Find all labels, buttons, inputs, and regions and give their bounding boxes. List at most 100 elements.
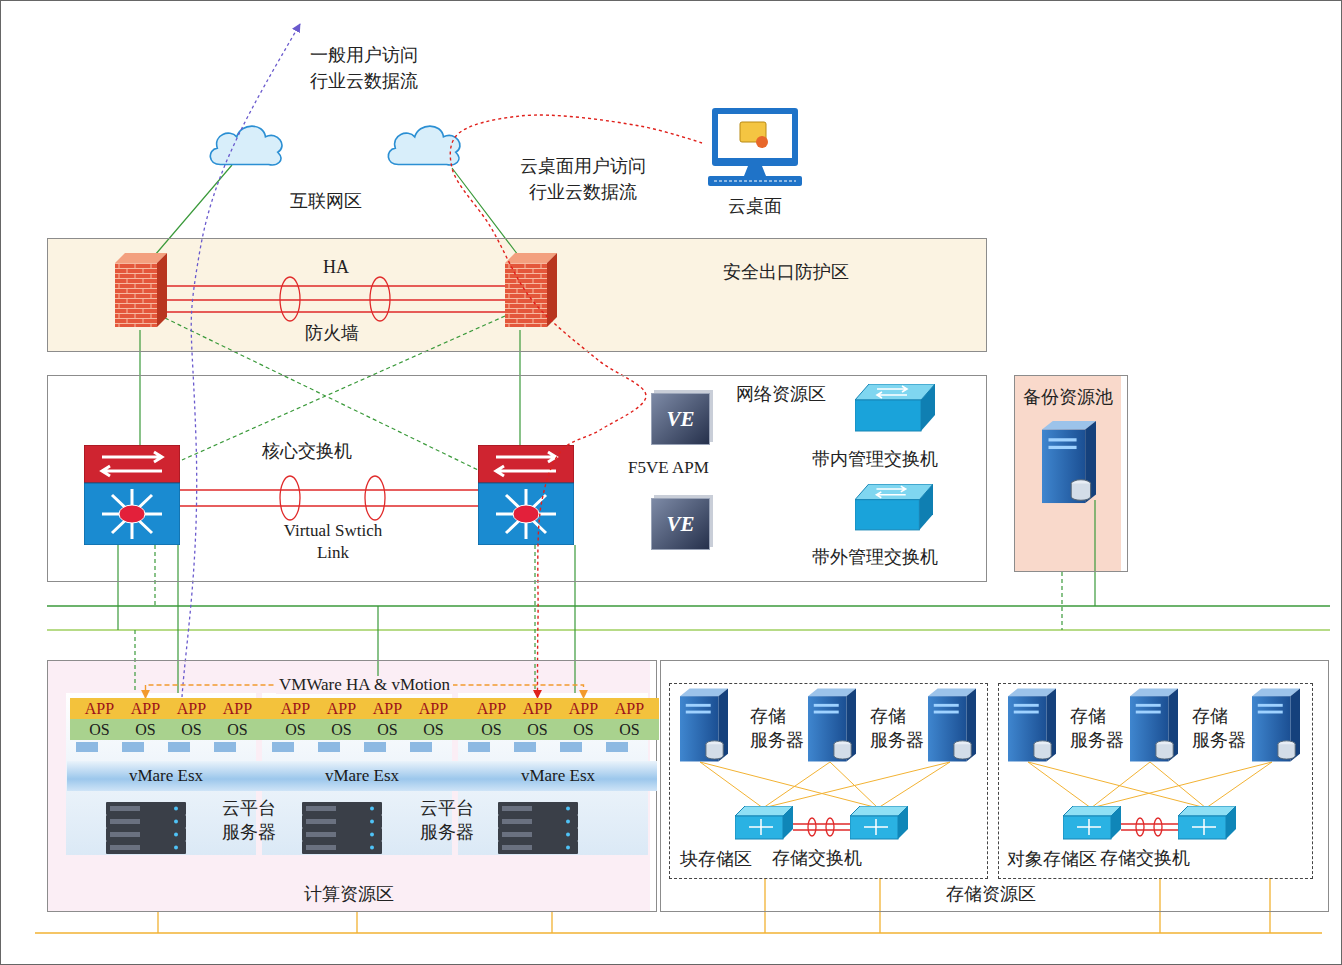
- region-fill: [47, 238, 987, 352]
- edge-label: VMWare HA & vMotion: [276, 676, 453, 694]
- label-anchor: 存储 服务器: [1192, 704, 1248, 752]
- desktop-icon: [708, 176, 802, 186]
- label-anchor: F5VE APM: [628, 457, 709, 479]
- rack-server-icon: [106, 841, 186, 854]
- flow-note: 一般用户访问 行业云数据流: [310, 42, 428, 94]
- ha-link: [280, 277, 300, 321]
- desktop-icon: [714, 181, 796, 182]
- rack-server-icon: [106, 802, 186, 815]
- storage-switch-icon: [735, 806, 793, 839]
- rack-server-icon: [318, 742, 340, 752]
- storage-wire: [700, 762, 950, 808]
- rack-server-icon: [468, 742, 490, 752]
- server-label: 存储 服务器: [750, 704, 806, 752]
- rack-server-icon: [302, 841, 382, 854]
- region-title: 对象存储区: [1007, 848, 1097, 870]
- firewall-label: 防火墙: [305, 322, 359, 344]
- region-title: 计算资源区: [48, 883, 649, 905]
- rack-server-icon: [122, 742, 144, 752]
- rack-server-icon: [76, 742, 628, 854]
- desktop-icon: [756, 136, 768, 148]
- storage-switch-icon: [1178, 806, 1236, 839]
- rack-server-icon: [302, 828, 382, 841]
- rack-server-icon: [498, 828, 578, 841]
- region-title: 存储资源区: [661, 883, 1321, 905]
- region-title: 块存储区: [680, 848, 752, 870]
- server-label: 云平台 服务器: [222, 796, 278, 844]
- vsl-label: Virtual Swtich Link: [283, 520, 383, 564]
- server-label: 存储 服务器: [1192, 704, 1248, 752]
- app-os-tile: APPOS: [208, 698, 267, 740]
- region-box: 块存储区 对象存储区存储资源区: [660, 660, 1329, 912]
- region-box: 备份资源池: [1014, 375, 1128, 572]
- server-label: 存储 服务器: [1070, 704, 1126, 752]
- rack-server-icon: [214, 742, 236, 752]
- core-switch-icon: [84, 445, 180, 545]
- storage-wire: [1028, 762, 1272, 808]
- f5-label: F5VE APM: [628, 457, 709, 479]
- storage-wire: [700, 762, 1272, 808]
- label-anchor: VMWare HA & vMotion: [276, 676, 453, 694]
- storage-server-icon: [808, 689, 856, 762]
- zone-label: 互联网区: [290, 190, 362, 212]
- uplink-wire: [118, 165, 1095, 693]
- esx-bar-label: vMare Esx: [263, 761, 461, 791]
- storage-server-icon: [680, 689, 728, 762]
- core-switch-icon: [478, 445, 574, 545]
- outband-switch-icon: [855, 484, 933, 530]
- label-anchor: 核心交换机: [262, 440, 352, 462]
- vsl-link: [180, 490, 478, 506]
- label-anchor: 存储 服务器: [870, 704, 926, 752]
- storage-link: [808, 818, 816, 836]
- region-title: 云桌面: [702, 195, 808, 217]
- server-label: 存储 服务器: [870, 704, 926, 752]
- storage-server-icon: [680, 689, 1300, 762]
- rack-server-icon: [514, 742, 536, 752]
- app-os-tile: APPOS: [404, 698, 463, 740]
- storage-link: [1136, 818, 1144, 836]
- core-switch-label: 核心交换机: [262, 440, 352, 462]
- storage-link: [826, 818, 834, 836]
- esx-host: APPOSAPPOSAPPOSAPPOSvMare Esx: [459, 694, 657, 856]
- label-anchor: 云平台 服务器: [222, 796, 278, 844]
- app-label: APP: [208, 698, 267, 719]
- region-fill: [47, 238, 1121, 912]
- app-label: APP: [404, 698, 463, 719]
- storage-link: [1154, 818, 1162, 836]
- label-anchor: HA: [323, 256, 349, 278]
- label-anchor: 带内管理交换机: [812, 448, 938, 470]
- region-title: 备份资源池: [1015, 386, 1120, 408]
- firewall-icon: [115, 253, 167, 327]
- storage-switch-icon: [1063, 806, 1121, 839]
- app-os-tile: APPOS: [600, 698, 659, 740]
- rack-server-icon: [106, 815, 186, 828]
- esx-bar-label: vMare Esx: [459, 761, 657, 791]
- internet-cloud: [210, 126, 282, 165]
- storage-switch-icon: [850, 806, 908, 839]
- ha-label: HA: [323, 256, 349, 278]
- label-anchor: 云桌面用户访问 行业云数据流: [513, 153, 653, 205]
- internet-cloud: [388, 126, 460, 165]
- switch-label: 带外管理交换机: [812, 546, 938, 568]
- inband-switch-icon: [855, 384, 935, 431]
- server-label: 云平台 服务器: [420, 796, 476, 844]
- user-flow-line: [182, 24, 300, 697]
- storage-server-icon: [928, 689, 976, 762]
- vsl-link: [180, 476, 478, 520]
- os-label: OS: [600, 719, 659, 740]
- storage-server-icon: [1130, 689, 1178, 762]
- label-anchor: Virtual Swtich Link: [283, 520, 383, 564]
- yellow-bus: [35, 878, 1322, 933]
- rack-server-icon: [410, 742, 432, 752]
- f5-ve-box: VE: [651, 393, 710, 445]
- ha-link: [370, 277, 390, 321]
- desktop-icon: [712, 108, 798, 166]
- uplink-wire: [135, 316, 1062, 693]
- rack-server-icon: [498, 841, 578, 854]
- label-anchor: 存储 服务器: [750, 704, 806, 752]
- green-bus: [47, 606, 1330, 630]
- label-anchor: 防火墙: [305, 322, 359, 344]
